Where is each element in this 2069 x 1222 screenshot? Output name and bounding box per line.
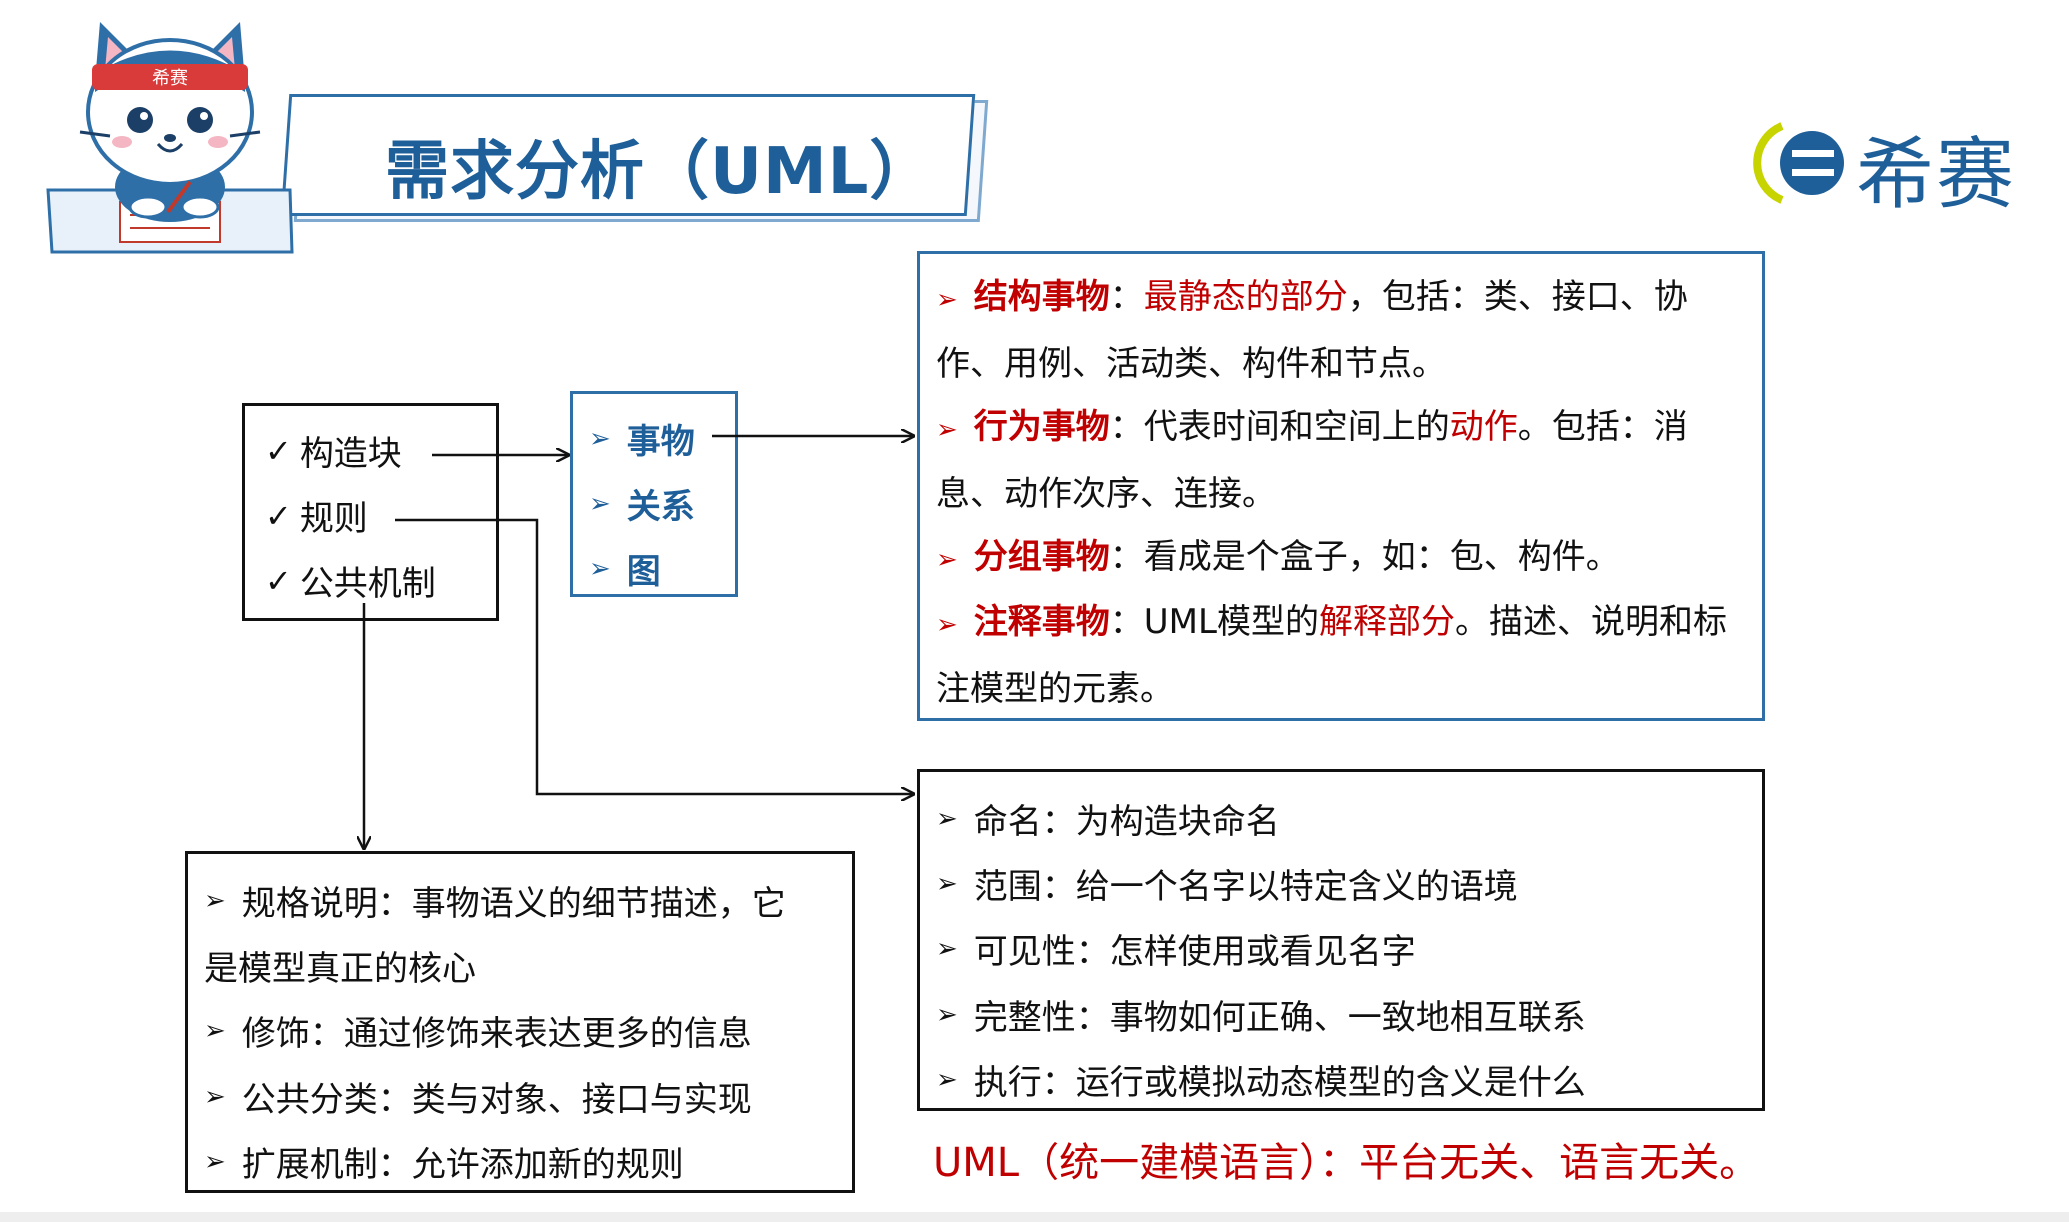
cat-mascot-icon: 希赛 (46, 22, 294, 254)
rule-item: ➢完整性：事物如何正确、一致地相互联系 (936, 998, 1586, 1038)
annotational-thing-text: ➢注释事物：UML模型的解释部分。描述、说明和标注模型的元素。 (936, 590, 1744, 721)
arrow-bullet-icon: ➢ (936, 545, 958, 575)
rule-item: ➢可见性：怎样使用或看见名字 (936, 932, 1416, 972)
things-box: ➢结构事物：最静态的部分，包括：类、接口、协作、用例、活动类、构件和节点。 ➢行… (917, 251, 1765, 721)
check-icon: ✓ (265, 561, 292, 600)
rule-item: ➢命名：为构造块命名 (936, 802, 1280, 842)
structural-thing-text: ➢结构事物：最静态的部分，包括：类、接口、协作、用例、活动类、构件和节点。 (936, 265, 1744, 396)
category-item: ➢ 事物 (589, 422, 695, 462)
arrow-bullet-icon: ➢ (204, 1146, 226, 1177)
check-icon: ✓ (265, 431, 292, 470)
mechanism-item: ➢公共分类：类与对象、接口与实现 (204, 1080, 752, 1120)
logo-text: 希赛 (1856, 130, 2017, 220)
arrow-bullet-icon: ➢ (589, 423, 611, 454)
category-item: ➢ 关系 (589, 487, 695, 527)
category-item: ➢ 图 (589, 552, 661, 592)
xisai-logo-icon (1753, 122, 1844, 204)
arrow-bullet-icon: ➢ (936, 803, 958, 834)
check-icon: ✓ (265, 496, 292, 535)
arrow-bullet-icon: ➢ (936, 1064, 958, 1095)
arrow-bullet-icon: ➢ (936, 868, 958, 899)
building-block-item: ✓ 公共机制 (265, 561, 436, 605)
block-categories-box: ➢ 事物 ➢ 关系 ➢ 图 (570, 391, 738, 597)
arrow-bullet-icon: ➢ (589, 553, 611, 584)
mechanism-item: ➢规格说明：事物语义的细节描述，它 (204, 884, 786, 924)
behavioral-thing-text: ➢行为事物：代表时间和空间上的动作。包括：消息、动作次序、连接。 (936, 395, 1744, 526)
mechanism-item: ➢修饰：通过修饰来表达更多的信息 (204, 1014, 752, 1054)
arrow-bullet-icon: ➢ (936, 999, 958, 1030)
page-title: 需求分析（UML） (385, 135, 935, 209)
building-block-item: ✓ 构造块 (265, 431, 402, 475)
mechanism-item: ➢扩展机制：允许添加新的规则 (204, 1145, 684, 1185)
arrow-bullet-icon: ➢ (936, 285, 958, 315)
mechanism-item-continued: 是模型真正的核心 (204, 949, 476, 989)
bottom-divider (0, 1212, 2069, 1222)
grouping-thing-text: ➢分组事物：看成是个盒子，如：包、构件。 (936, 525, 1744, 592)
arrow-bullet-icon: ➢ (204, 1015, 226, 1046)
building-blocks-box: ✓ 构造块 ✓ 规则 ✓ 公共机制 (242, 403, 499, 621)
rule-item: ➢执行：运行或模拟动态模型的含义是什么 (936, 1063, 1586, 1103)
building-block-item: ✓ 规则 (265, 496, 368, 540)
uml-footnote: UML（统一建模语言）：平台无关、语言无关。 (933, 1140, 1760, 1186)
mascot-badge-text: 希赛 (152, 68, 188, 89)
arrow-bullet-icon: ➢ (936, 610, 958, 640)
arrow-bullet-icon: ➢ (204, 885, 226, 916)
rules-box: ➢命名：为构造块命名 ➢范围：给一个名字以特定含义的语境 ➢可见性：怎样使用或看… (917, 769, 1765, 1111)
rule-item: ➢范围：给一个名字以特定含义的语境 (936, 867, 1518, 907)
arrow-bullet-icon: ➢ (936, 415, 958, 445)
arrow-bullet-icon: ➢ (204, 1081, 226, 1112)
common-mechanisms-box: ➢规格说明：事物语义的细节描述，它 是模型真正的核心 ➢修饰：通过修饰来表达更多… (185, 851, 855, 1193)
arrow-bullet-icon: ➢ (936, 933, 958, 964)
arrow-rules-to-details (395, 518, 913, 794)
arrow-bullet-icon: ➢ (589, 488, 611, 519)
